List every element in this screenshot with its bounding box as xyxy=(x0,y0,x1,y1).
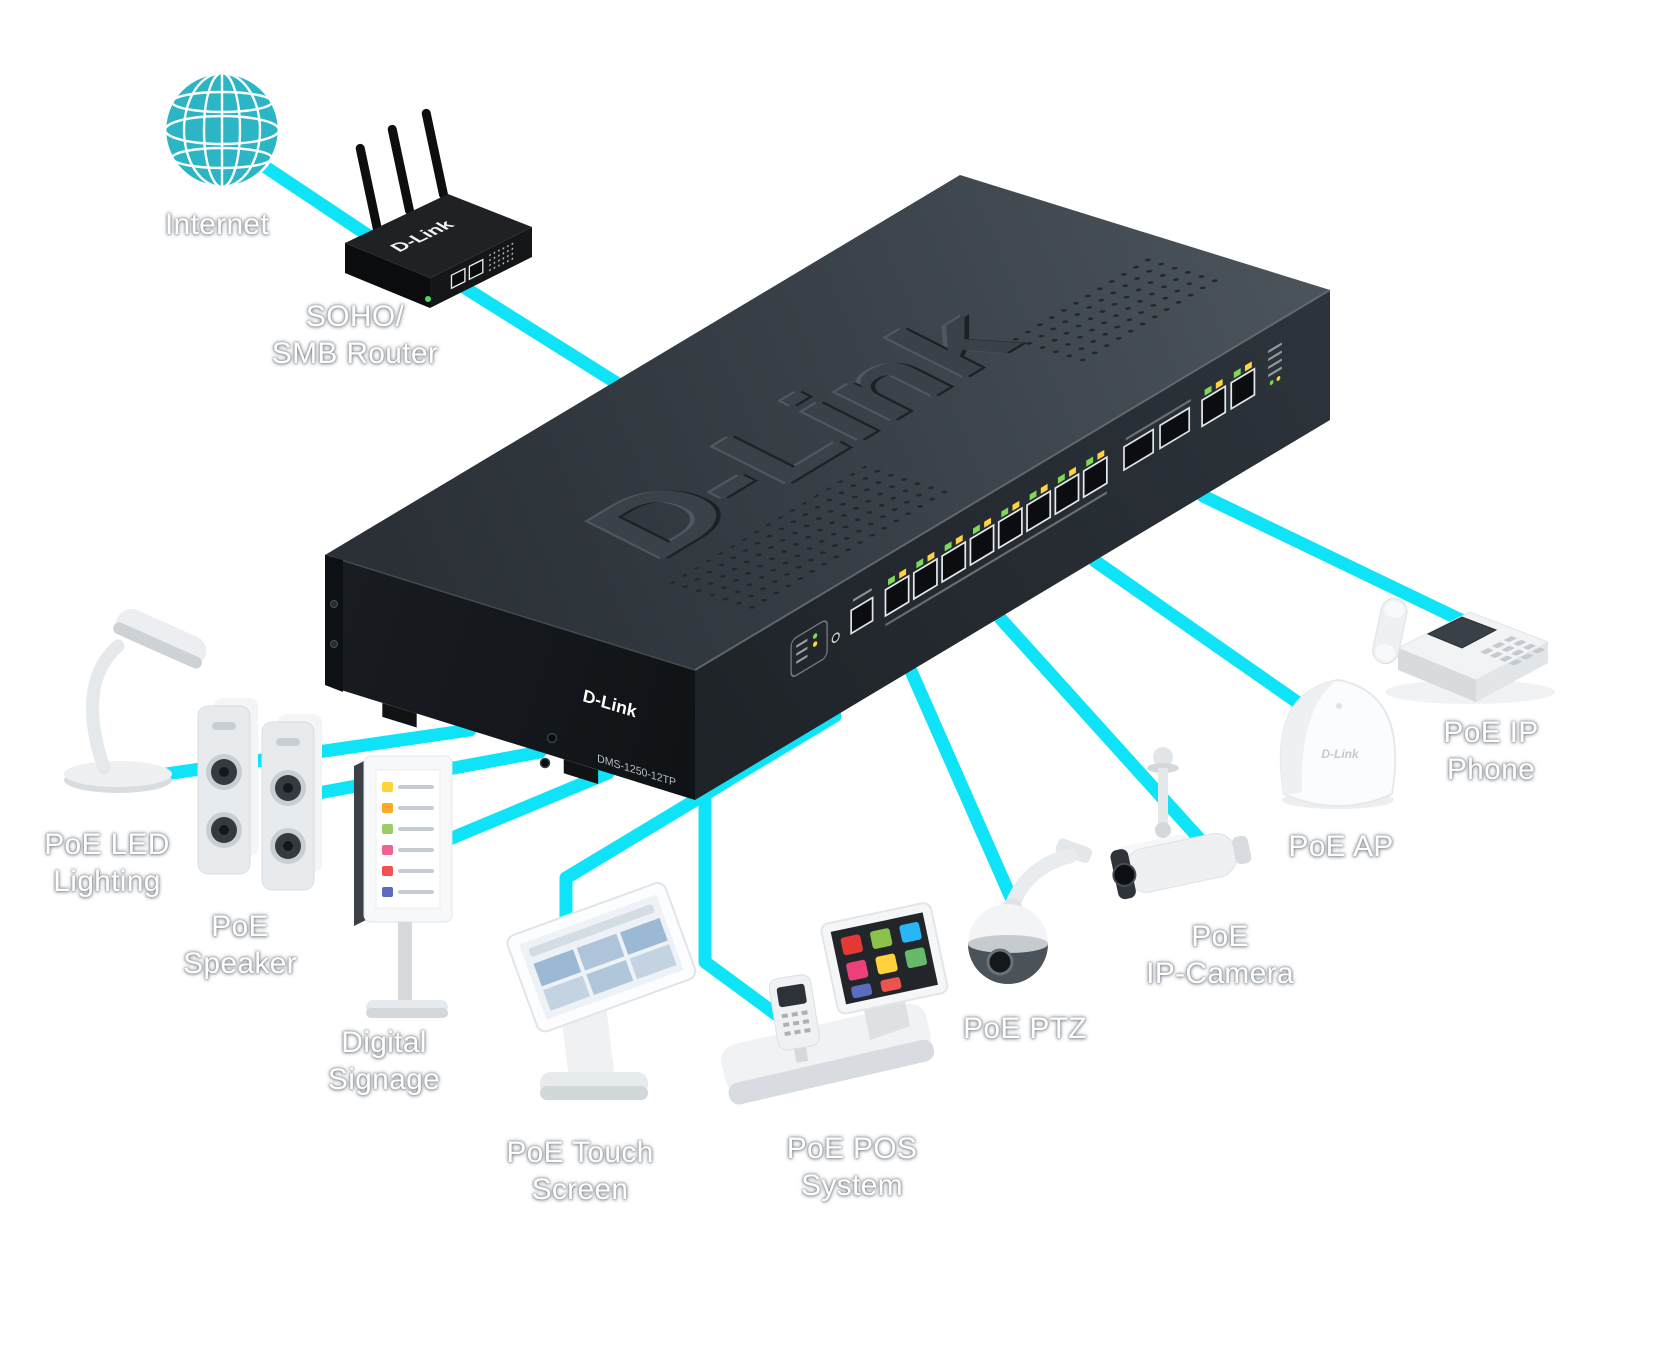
connection-switch-ptz xyxy=(904,664,1027,925)
reset-button xyxy=(831,632,840,644)
power-led xyxy=(812,633,818,639)
router-icon: D-Link xyxy=(345,108,532,308)
touch-screen-panel xyxy=(506,882,697,1033)
poe-port-group xyxy=(884,449,1108,618)
connection-switch-phone xyxy=(1196,489,1472,629)
poe-ptz-icon xyxy=(968,838,1093,984)
rj45-port xyxy=(997,506,1023,550)
rj45-port xyxy=(1082,455,1108,499)
status-led-panel xyxy=(790,620,828,677)
switch-front-edge-highlight xyxy=(694,289,1331,671)
rj45-port xyxy=(969,523,995,567)
bracket-screw-icon xyxy=(330,640,338,648)
uplink-port xyxy=(1201,384,1227,428)
router-antenna xyxy=(387,124,414,216)
pos-card-terminal xyxy=(768,974,820,1063)
sfp-port xyxy=(1123,428,1155,472)
ptz-lens xyxy=(986,948,1014,976)
phone-handset xyxy=(1372,597,1408,665)
pos-screen xyxy=(820,902,949,1015)
router-rear-detail xyxy=(450,241,515,290)
router-left-face xyxy=(345,243,430,308)
rj45-port xyxy=(1054,472,1080,516)
router-led xyxy=(425,296,431,302)
lamp-head xyxy=(113,608,207,669)
vent-holes xyxy=(668,465,957,612)
sfp-port xyxy=(1159,406,1191,450)
router-port xyxy=(468,258,484,281)
poe-ip-phone-icon xyxy=(1372,597,1555,704)
camera-body xyxy=(1110,832,1252,900)
poe-led-lighting-icon xyxy=(64,608,207,793)
poe-speaker-icon xyxy=(197,698,322,891)
router-port xyxy=(450,267,466,290)
poe-max-led xyxy=(812,641,818,647)
poe-switch-illustration: D-Link D-Link D-Link D-Link DMS-1250-12T… xyxy=(324,175,1331,800)
rj45-port xyxy=(884,574,910,618)
bracket-screw-icon xyxy=(330,600,338,608)
rj45-port xyxy=(912,557,938,601)
switch-foot xyxy=(563,759,599,784)
camera-lens xyxy=(1112,862,1137,887)
poe-ap-icon: D-Link xyxy=(1279,678,1397,809)
case-screw-icon xyxy=(539,757,551,769)
poe-ip-camera-icon xyxy=(1110,747,1252,900)
vent-holes xyxy=(1002,256,1225,368)
router-top-face xyxy=(345,194,532,278)
rj45-port xyxy=(941,540,967,584)
led-legend xyxy=(1268,342,1282,386)
router-antenna xyxy=(355,143,382,235)
router-vent xyxy=(489,241,515,273)
switch-front-face xyxy=(695,290,1330,800)
switch-foot xyxy=(382,702,417,728)
console-port xyxy=(850,596,874,635)
uplink-port xyxy=(1230,367,1256,411)
switch-left-edge-highlight xyxy=(324,554,696,671)
rack-bracket xyxy=(325,555,343,692)
ap-brand-text: D-Link xyxy=(1321,747,1360,761)
case-screw-icon xyxy=(546,732,558,744)
switch-front-ports xyxy=(790,342,1282,677)
phone-keypad xyxy=(1480,636,1545,666)
phone-screen xyxy=(1426,616,1498,649)
digital-signage-icon xyxy=(354,755,453,1018)
poe-pos-system-icon xyxy=(721,902,949,1105)
rj45-port xyxy=(1026,489,1052,533)
signage-screen-content xyxy=(382,782,434,897)
router-antenna xyxy=(421,108,448,200)
ap-led xyxy=(1336,703,1342,709)
switch-left-face xyxy=(325,555,695,800)
poe-touch-screen-icon xyxy=(506,882,697,1100)
connection-switch-ip-camera xyxy=(993,611,1212,852)
internet-globe-icon xyxy=(163,71,281,189)
